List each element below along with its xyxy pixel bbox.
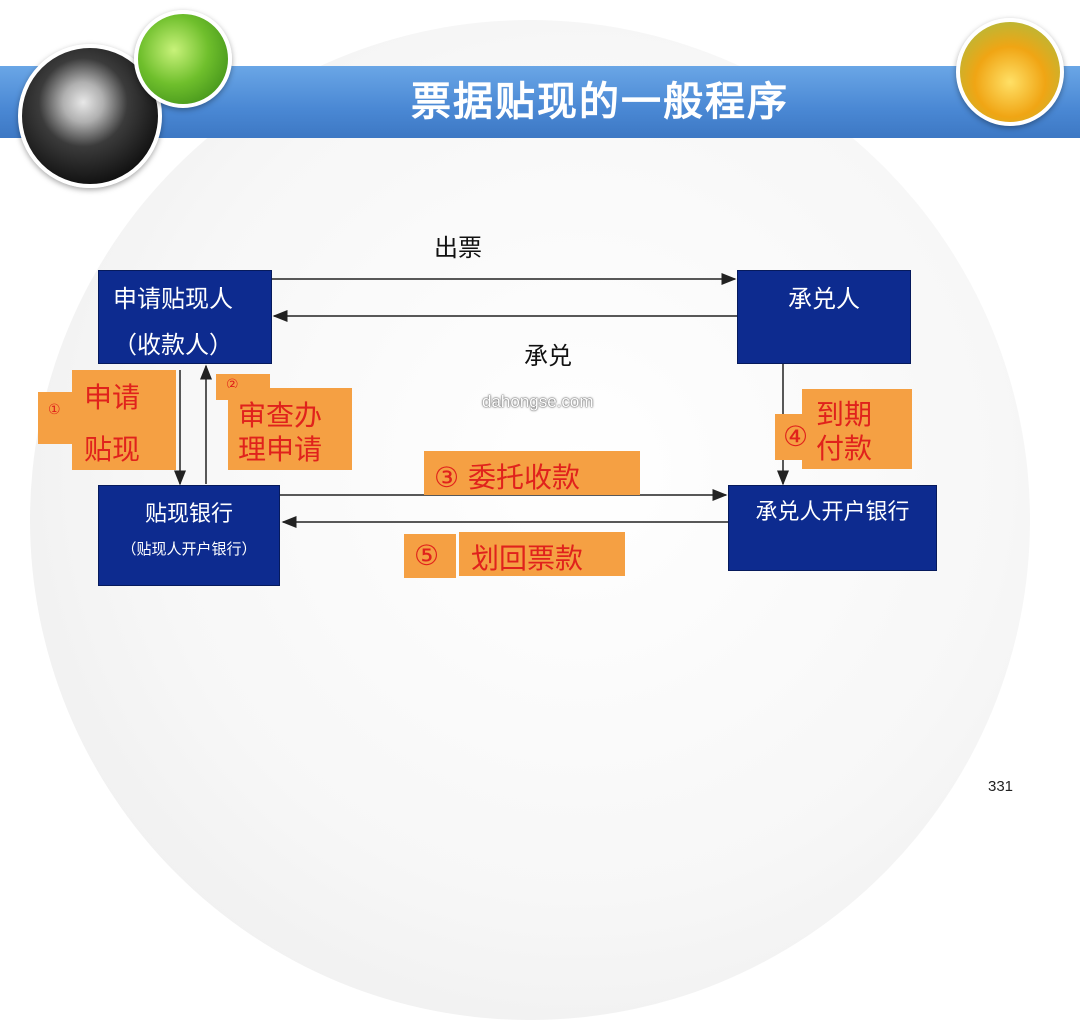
step4-line1: 到期 xyxy=(816,398,873,431)
step2-line1: 审查办 xyxy=(238,399,323,432)
acceptor-box: 承兑人 xyxy=(737,270,911,364)
step4-note: 到期 付款 xyxy=(802,389,912,469)
step3-note: ③ 委托收款 xyxy=(424,451,640,495)
acceptor-name: 承兑人 xyxy=(788,285,860,313)
step5-text: 划回票款 xyxy=(471,542,584,575)
discount-bank-box: 贴现银行 （贴现人开户银行） xyxy=(98,485,280,586)
step4-line2: 付款 xyxy=(816,432,873,465)
issue-label: 出票 xyxy=(434,234,482,262)
step4-number: ④ xyxy=(783,420,809,453)
page-title: 票据贴现的一般程序 xyxy=(411,79,789,125)
page-number: 331 xyxy=(988,778,1014,795)
step3-text: ③ 委托收款 xyxy=(434,461,581,494)
step2-line2: 理申请 xyxy=(238,433,323,466)
acceptor-bank-name: 承兑人开户银行 xyxy=(755,500,910,525)
watermark: dahongse.com xyxy=(482,392,594,411)
discount-bank-name: 贴现银行 xyxy=(144,502,233,527)
step5-note: 划回票款 xyxy=(459,532,625,576)
accept-label: 承兑 xyxy=(524,342,572,370)
step1-note: 申请 贴现 xyxy=(72,370,176,470)
flower-photo-icon xyxy=(956,18,1064,126)
acceptor-bank-box: 承兑人开户银行 xyxy=(728,485,937,571)
step1-line2: 贴现 xyxy=(84,433,141,466)
flow-arrows xyxy=(174,273,789,528)
leaf-photo-icon xyxy=(134,10,232,108)
applicant-box: 申请贴现人 （收款人） xyxy=(98,270,272,364)
step1-number: ① xyxy=(48,402,61,418)
step5-number-box: ⑤ xyxy=(404,534,456,578)
discount-bank-subtitle: （贴现人开户银行） xyxy=(121,540,257,558)
step2-note: 审查办 理申请 xyxy=(228,388,352,470)
applicant-role: （收款人） xyxy=(113,331,233,359)
step1-note-left: ① xyxy=(38,392,76,444)
step1-line1: 申请 xyxy=(84,381,141,414)
step5-number: ⑤ xyxy=(414,539,440,572)
applicant-name: 申请贴现人 xyxy=(113,285,233,313)
